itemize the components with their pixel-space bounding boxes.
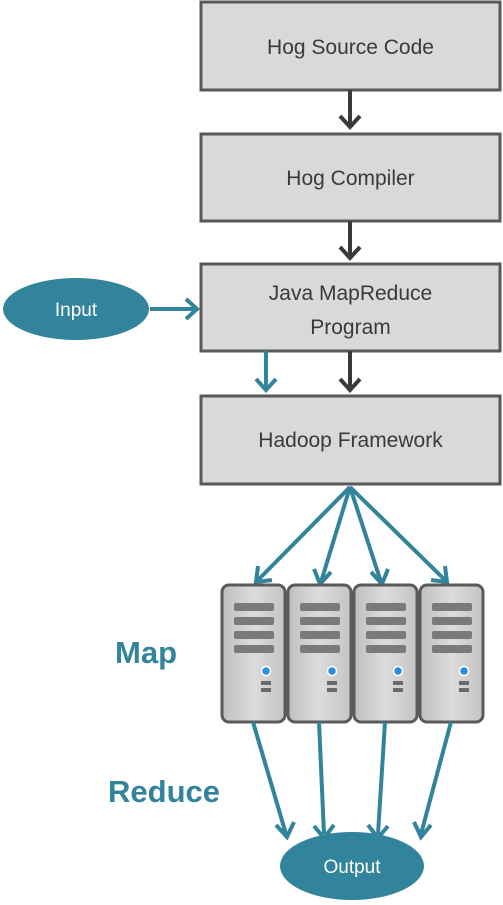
hog-source-code-box: Hog Source Code	[199, 0, 502, 92]
arrow-server-2-to-output	[312, 721, 336, 842]
hog-compiler-label: Hog Compiler	[286, 167, 414, 190]
arrow-server-1-to-output	[251, 721, 296, 841]
server-3-icon	[352, 583, 419, 724]
output-node: Output	[280, 832, 424, 900]
hog-source-code-label: Hog Source Code	[267, 36, 434, 59]
arrow-compiler-to-program	[338, 221, 362, 261]
hadoop-framework-label: Hadoop Framework	[258, 429, 443, 452]
arrow-program-to-framework-data	[254, 351, 278, 393]
arrow-framework-to-server-1	[253, 485, 352, 585]
output-label: Output	[323, 857, 381, 878]
server-4-icon	[418, 583, 485, 724]
arrow-framework-to-server-4	[348, 485, 450, 585]
arrow-server-3-to-output	[366, 721, 390, 842]
hog-compiler-box: Hog Compiler	[199, 132, 502, 223]
input-node: Input	[3, 278, 149, 340]
input-label: Input	[55, 300, 98, 321]
java-mapreduce-program-box: Java MapReduce Program	[199, 262, 502, 353]
arrow-framework-to-server-3	[348, 486, 390, 588]
program-label-line1: Java MapReduce	[269, 282, 432, 305]
arrow-source-to-compiler	[338, 90, 362, 130]
reduce-stage-label: Reduce	[108, 774, 220, 809]
program-label-line2: Program	[310, 316, 391, 339]
servers-to-output-arrows	[251, 721, 453, 842]
server-cluster	[220, 583, 485, 724]
server-1-icon	[220, 583, 287, 724]
arrow-server-4-to-output	[412, 721, 453, 841]
arrow-program-to-framework	[338, 351, 362, 393]
arrow-framework-to-server-2	[312, 486, 352, 588]
hadoop-framework-box: Hadoop Framework	[199, 394, 502, 486]
framework-to-servers-arrows	[253, 485, 450, 588]
server-2-icon	[286, 583, 353, 724]
arrow-input-to-program	[150, 297, 200, 321]
map-stage-label: Map	[115, 635, 177, 670]
